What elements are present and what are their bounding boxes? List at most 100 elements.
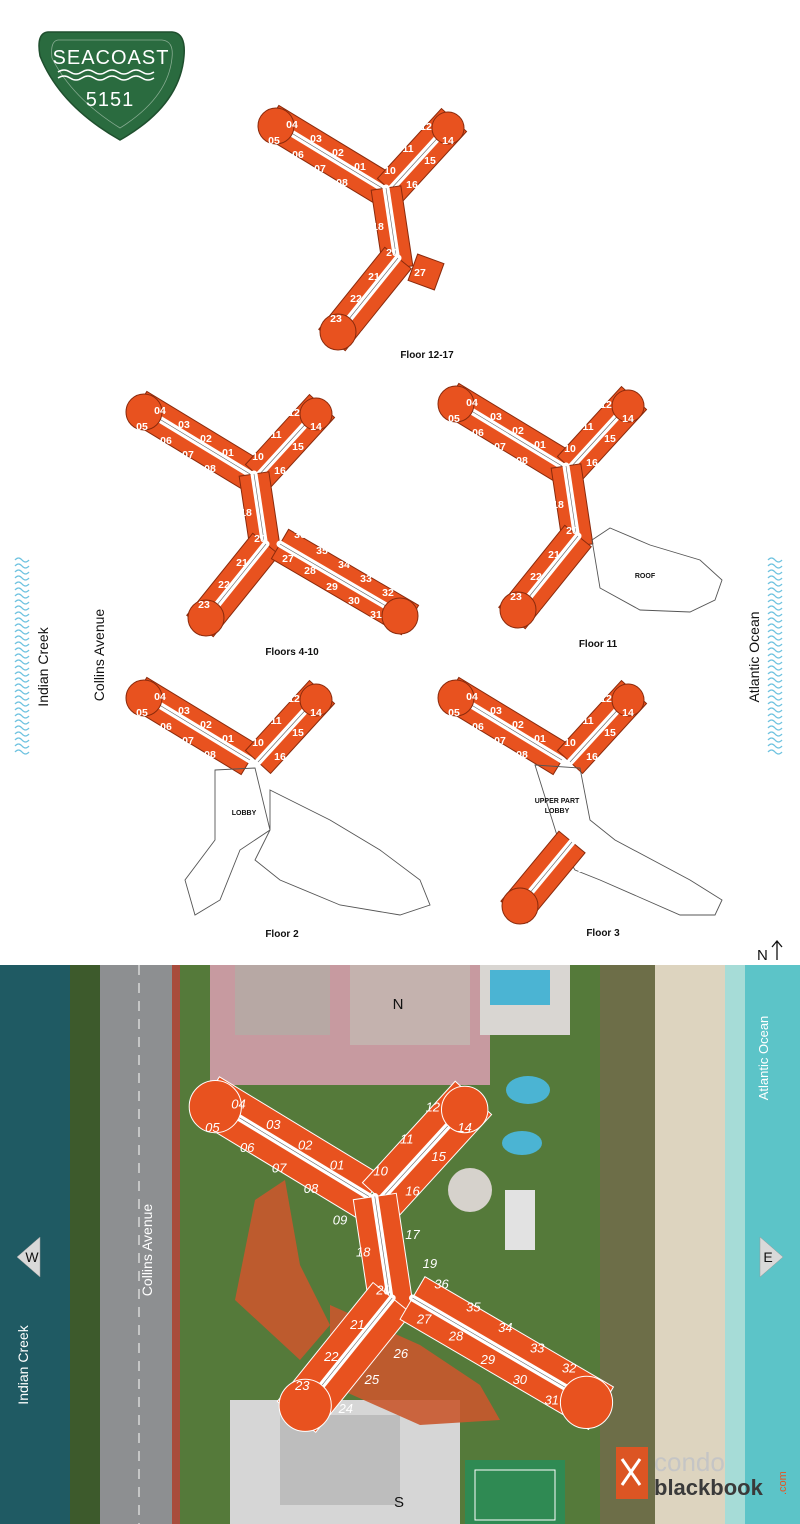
unit-number: 02 <box>512 425 524 437</box>
left-wave-icon <box>14 557 30 755</box>
unit-number: 21 <box>548 549 560 561</box>
unit-number: 35 <box>316 545 328 557</box>
aerial-west-label: W <box>25 1249 39 1265</box>
unit-number: 03 <box>490 705 502 717</box>
watermark-line1: condo <box>654 1447 725 1477</box>
unit-number: 16 <box>274 465 286 477</box>
indian-creek-side-label: Indian Creek <box>35 626 51 706</box>
north-indicator-label: N <box>757 947 768 964</box>
aerial-unit-number: 34 <box>498 1320 512 1335</box>
unit-number: 11 <box>270 715 281 727</box>
aerial-unit-number: 10 <box>373 1163 388 1178</box>
unit-number: 04 <box>154 691 166 703</box>
unit-number: 12 <box>600 693 612 705</box>
unit-number: 08 <box>204 749 216 761</box>
unit-number: 10 <box>564 737 576 749</box>
unit-number: 28 <box>304 565 316 577</box>
unit-number: 05 <box>136 421 148 433</box>
aerial-unit-number: 33 <box>530 1340 545 1355</box>
upper-lobby-label-2: LOBBY <box>545 808 570 815</box>
west-arrow-icon: W <box>16 1236 41 1278</box>
unit-number: 16 <box>274 751 286 763</box>
unit-number: 09 <box>356 199 368 211</box>
aerial-unit-number: 16 <box>405 1184 420 1199</box>
aerial-north-label: N <box>393 996 404 1013</box>
aerial-unit-number: 24 <box>338 1401 353 1416</box>
unit-number: 27 <box>282 553 294 565</box>
unit-number: 23 <box>330 313 342 325</box>
unit-number: 21 <box>368 271 380 283</box>
unit-number: 08 <box>516 455 528 467</box>
unit-number: 03 <box>490 411 502 423</box>
aerial-unit-number: 03 <box>266 1117 281 1132</box>
unit-number: 17 <box>274 495 286 507</box>
aerial-east-label: E <box>763 1249 772 1265</box>
condoblackbook-watermark: condo blackbook .com <box>616 1447 789 1500</box>
aerial-unit-number: 28 <box>448 1329 464 1344</box>
unit-number: 04 <box>286 119 298 131</box>
unit-number: 02 <box>200 719 212 731</box>
unit-number: 21 <box>236 557 248 569</box>
unit-number: 25 <box>558 881 570 893</box>
roof-label: ROOF <box>635 573 656 580</box>
unit-number: 26 <box>578 569 590 581</box>
right-wave-icon <box>767 557 783 755</box>
unit-number: 10 <box>252 451 264 463</box>
unit-number: 22 <box>530 571 542 583</box>
aerial-unit-number: 08 <box>304 1181 319 1196</box>
unit-number: 22 <box>350 293 362 305</box>
unit-number: 02 <box>332 147 344 159</box>
unit-number: 14 <box>622 707 634 719</box>
unit-number: 14 <box>310 707 322 719</box>
unit-number: 11 <box>402 143 413 155</box>
unit-number: 06 <box>160 721 172 733</box>
unit-number: 04 <box>466 691 478 703</box>
aerial-unit-number: 27 <box>416 1311 432 1326</box>
aerial-atlantic-ocean-label: Atlantic Ocean <box>756 1016 771 1101</box>
aerial-south-label: S <box>394 1494 404 1511</box>
unit-number: 12 <box>600 399 612 411</box>
unit-number: 11 <box>582 715 593 727</box>
aerial-unit-number: 12 <box>426 1100 441 1115</box>
unit-number: 07 <box>494 441 506 453</box>
unit-number: 33 <box>360 573 372 585</box>
unit-number: 03 <box>310 133 322 145</box>
unit-number: 06 <box>292 149 304 161</box>
floor-3-label: Floor 3 <box>586 928 620 939</box>
unit-number: 31 <box>370 609 382 621</box>
aerial-unit-number: 30 <box>513 1372 528 1387</box>
floor-12-17-label: Floor 12-17 <box>400 350 454 361</box>
unit-number: 09 <box>224 485 236 497</box>
unit-number: 15 <box>292 727 304 739</box>
unit-number: 02 <box>512 719 524 731</box>
unit-number: 06 <box>472 427 484 439</box>
unit-number: 18 <box>240 507 252 519</box>
unit-number: 25 <box>246 595 258 607</box>
unit-number: 24 <box>540 607 552 619</box>
north-indicator: N <box>757 939 783 964</box>
east-arrow-icon: E <box>759 1236 784 1278</box>
unit-number: 01 <box>222 447 234 459</box>
unit-number: 22 <box>218 579 230 591</box>
unit-number: 16 <box>406 179 418 191</box>
unit-number: 20 <box>254 533 266 545</box>
atlantic-ocean-side-label: Atlantic Ocean <box>746 611 762 702</box>
unit-number: 15 <box>424 155 436 167</box>
unit-number: 18 <box>372 221 384 233</box>
unit-number: 17 <box>406 209 418 221</box>
unit-number: 17 <box>586 487 598 499</box>
floor-11-label: Floor 11 <box>579 639 618 650</box>
unit-number: 26 <box>578 863 590 875</box>
unit-number: 11 <box>582 421 593 433</box>
aerial-unit-number: 01 <box>330 1158 344 1173</box>
unit-number: 07 <box>182 735 194 747</box>
unit-number: 29 <box>326 581 338 593</box>
unit-number: 09 <box>536 477 548 489</box>
unit-number: 15 <box>292 441 304 453</box>
north-arrow-icon <box>771 939 783 960</box>
watermark-suffix: .com <box>777 1471 789 1495</box>
